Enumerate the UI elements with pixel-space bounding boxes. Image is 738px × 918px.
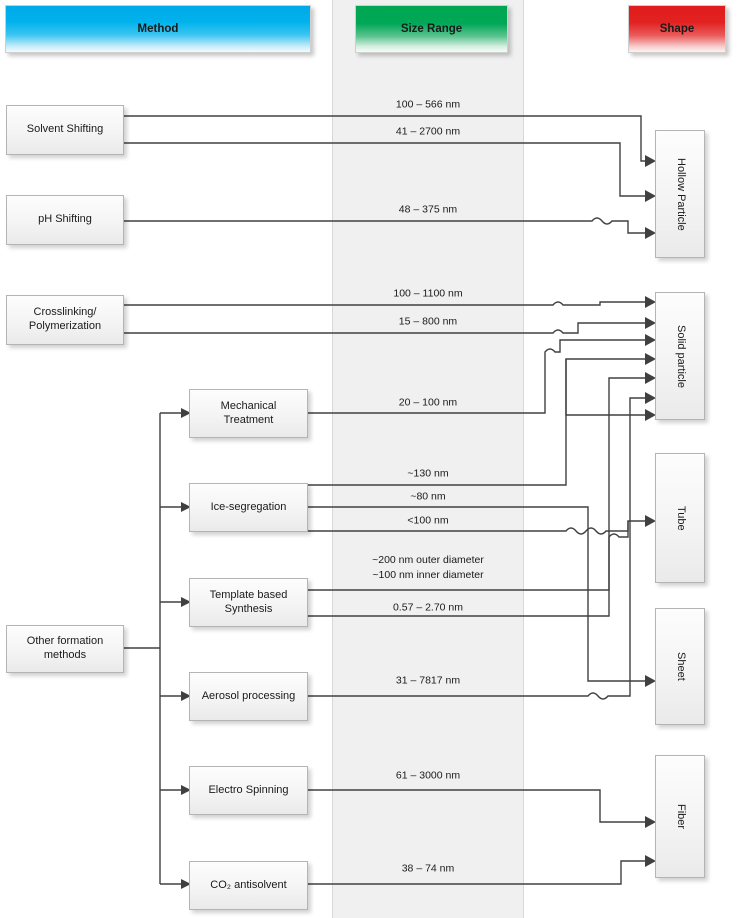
submethod-box-electro-spinning[interactable]: Electro Spinning (189, 766, 308, 815)
submethod-box-aerosol-processing[interactable]: Aerosol processing (189, 672, 308, 721)
shape-box-solid-particle[interactable]: Solid particle (655, 292, 705, 420)
size-range-band (332, 0, 524, 918)
method-box-ph-shifting[interactable]: pH Shifting (6, 195, 124, 245)
submethod-box-mechanical-treatment[interactable]: Mechanical Treatment (189, 389, 308, 438)
submethod-box-template-synthesis[interactable]: Template based Synthesis (189, 578, 308, 627)
shape-box-hollow-particle[interactable]: Hollow Particle (655, 130, 705, 258)
shape-box-tube[interactable]: Tube (655, 453, 705, 583)
header-method: Method (5, 5, 311, 53)
header-size-range: Size Range (355, 5, 508, 53)
method-box-solvent-shifting[interactable]: Solvent Shifting (6, 105, 124, 155)
submethod-box-co2-antisolvent[interactable]: CO₂ antisolvent (189, 861, 308, 910)
submethod-box-ice-segregation[interactable]: Ice-segregation (189, 483, 308, 532)
shape-box-fiber[interactable]: Fiber (655, 755, 705, 878)
header-shape: Shape (628, 5, 726, 53)
method-box-crosslinking[interactable]: Crosslinking/ Polymerization (6, 295, 124, 345)
shape-box-sheet[interactable]: Sheet (655, 608, 705, 725)
method-box-other-formation[interactable]: Other formation methods (6, 625, 124, 673)
